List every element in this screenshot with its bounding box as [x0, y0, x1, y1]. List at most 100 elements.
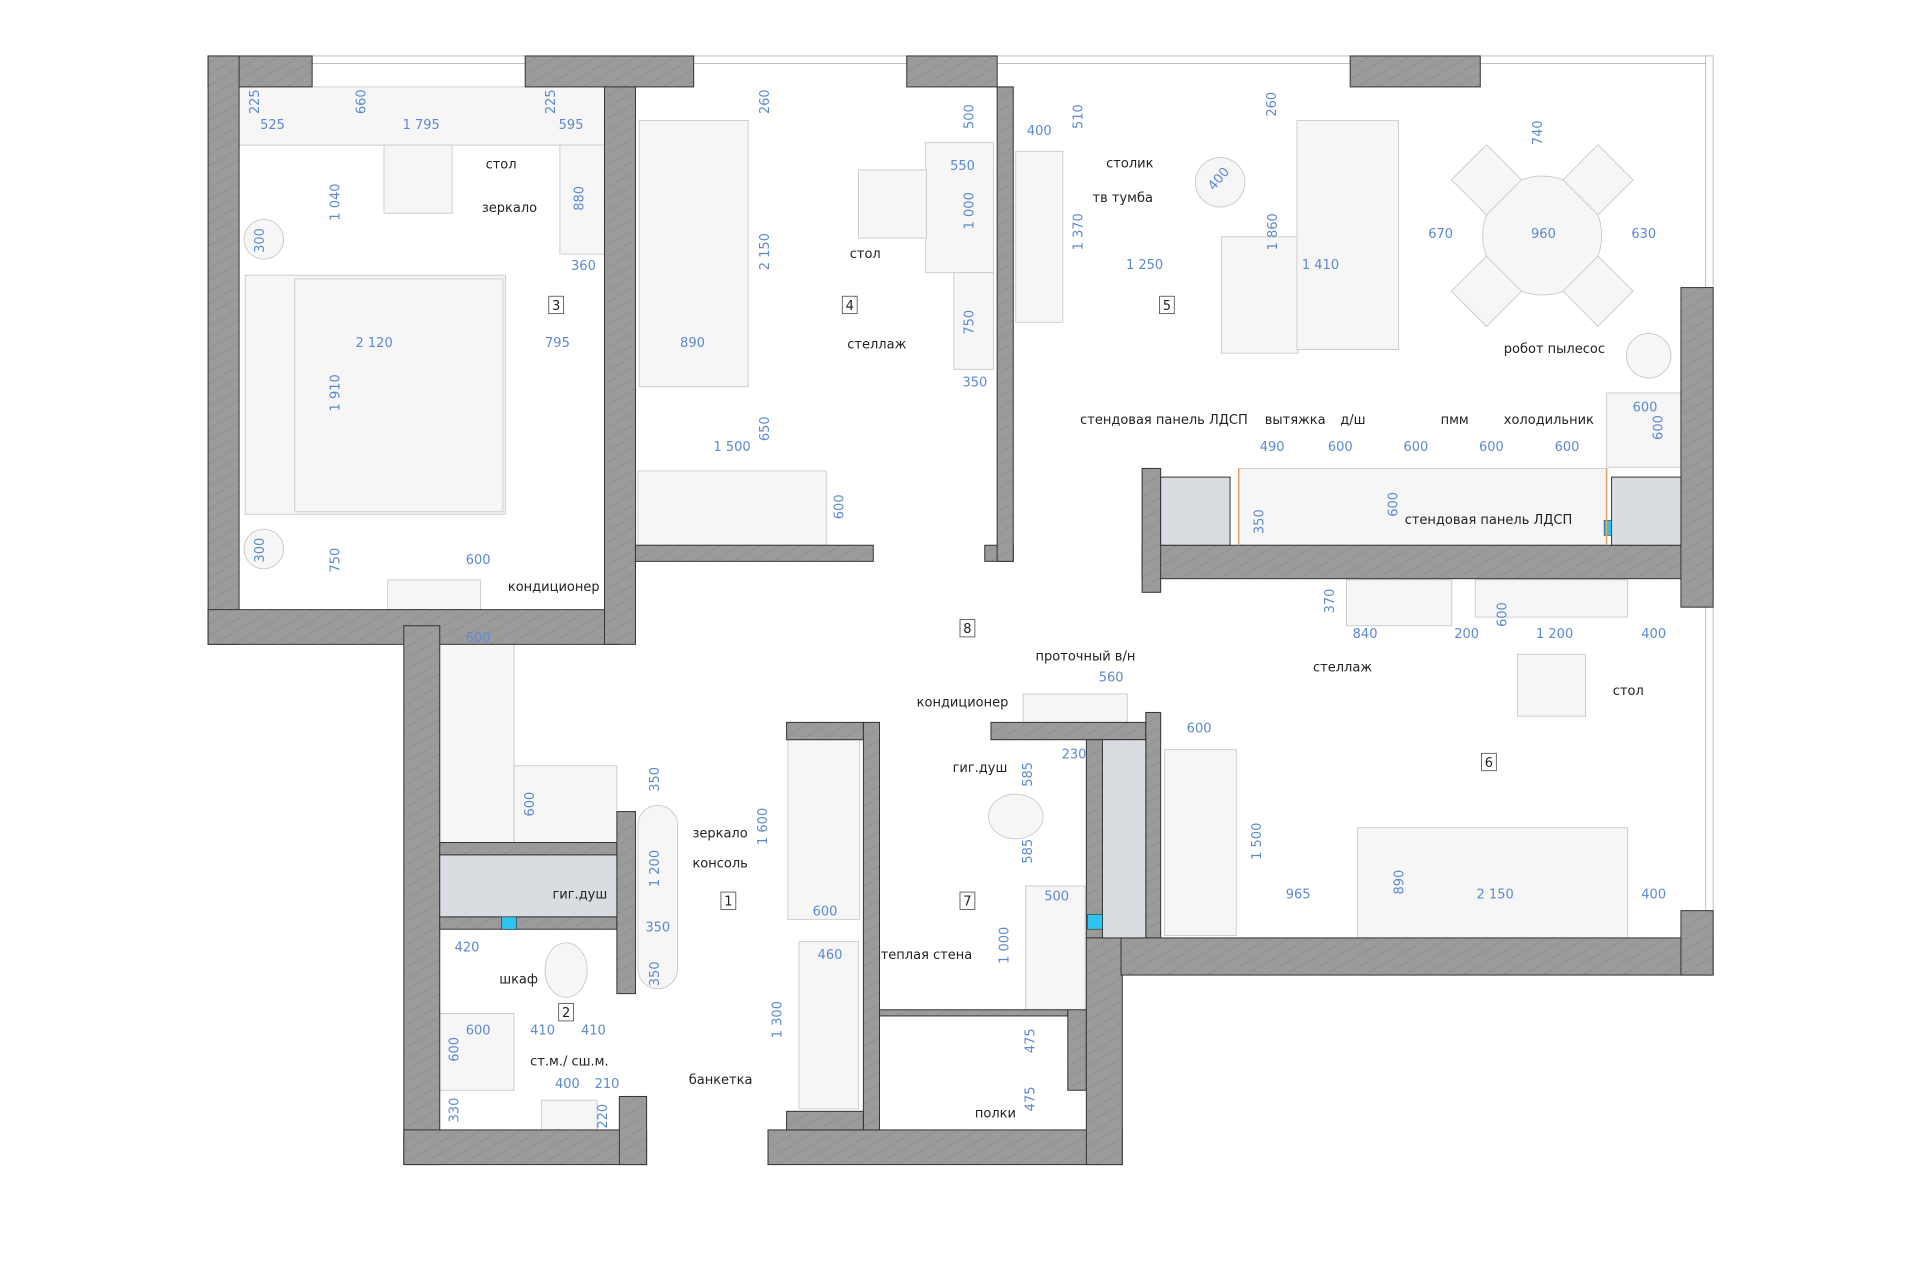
- dimension: 400: [1027, 124, 1052, 139]
- dimension: 350: [648, 767, 663, 792]
- dimension: 350: [648, 961, 663, 986]
- dimension: 500: [963, 104, 978, 129]
- label: стол: [486, 158, 517, 173]
- label: гиг.душ: [552, 887, 607, 902]
- dimension: 200: [1454, 627, 1479, 642]
- label: консоль: [692, 856, 747, 871]
- dimension: 750: [328, 548, 343, 573]
- room-number: 3: [552, 299, 560, 314]
- dimension: 660: [354, 89, 369, 114]
- label: холодильник: [1504, 413, 1594, 428]
- dimension: 230: [1062, 747, 1087, 762]
- dimension: 1 500: [713, 440, 750, 455]
- label: зеркало: [692, 827, 747, 842]
- dimension: 600: [1328, 440, 1353, 455]
- dimension: 960: [1531, 227, 1556, 242]
- dimension: 670: [1428, 227, 1453, 242]
- dimension: 600: [1479, 440, 1504, 455]
- dimension: 525: [260, 118, 285, 133]
- dimension: 650: [758, 416, 773, 441]
- dimension: 350: [962, 376, 987, 391]
- dimension: 740: [1531, 120, 1546, 145]
- room-number: 8: [963, 622, 971, 637]
- label: кондиционер: [917, 695, 1009, 710]
- dimension: 840: [1353, 627, 1378, 642]
- dimension: 220: [596, 1104, 611, 1129]
- dimension: 410: [530, 1024, 555, 1039]
- dimension: 795: [545, 336, 570, 351]
- label: ст.м./ сш.м.: [530, 1054, 608, 1069]
- dimension: 475: [1023, 1028, 1038, 1053]
- dimension: 600: [1633, 400, 1658, 415]
- label: шкаф: [499, 973, 538, 988]
- labels: стол зеркало кондиционер стол стеллаж ст…: [482, 156, 1644, 1121]
- dimension: 630: [1631, 227, 1656, 242]
- dimension: 600: [813, 905, 838, 920]
- dimension: 600: [466, 631, 491, 646]
- label: вытяжка: [1265, 413, 1326, 428]
- dimension: 965: [1286, 887, 1311, 902]
- room-number: 5: [1163, 299, 1171, 314]
- dimension: 600: [447, 1037, 462, 1062]
- label: стендовая панель ЛДСП: [1405, 513, 1573, 528]
- dimension: 490: [1260, 440, 1285, 455]
- dimension: 1 250: [1126, 258, 1163, 273]
- label: тв тумба: [1093, 191, 1153, 206]
- dimension: 210: [595, 1077, 620, 1092]
- dimension: 880: [572, 186, 587, 211]
- label: стендовая панель ЛДСП: [1080, 413, 1248, 428]
- dimension: 410: [581, 1024, 606, 1039]
- dimension: 1 600: [756, 808, 771, 845]
- riser-icon: [1603, 520, 1612, 536]
- dimension: 600: [523, 792, 538, 817]
- label: стеллаж: [847, 337, 906, 352]
- dimension: 400: [555, 1077, 580, 1092]
- dimension: 225: [544, 89, 559, 114]
- dimension: 550: [950, 159, 975, 174]
- dimension: 1 410: [1302, 258, 1339, 273]
- dimension: 600: [1555, 440, 1580, 455]
- riser-icon: [1087, 914, 1103, 930]
- dimension: 600: [1495, 602, 1510, 627]
- label: зеркало: [482, 201, 537, 216]
- room-number: 2: [562, 1006, 570, 1021]
- dimension: 600: [1187, 721, 1212, 736]
- dimension: 475: [1023, 1087, 1038, 1112]
- dimension: 600: [1651, 415, 1666, 440]
- room-number: 7: [963, 895, 971, 910]
- room-number: 4: [846, 299, 854, 314]
- dimension: 420: [455, 941, 480, 956]
- dimension: 260: [1265, 92, 1280, 117]
- dimension: 360: [571, 259, 596, 274]
- dimension: 600: [466, 1024, 491, 1039]
- dimension: 1 200: [648, 850, 663, 887]
- dimension: 510: [1072, 104, 1087, 129]
- label: кондиционер: [508, 580, 600, 595]
- dimension: 1 910: [328, 374, 343, 411]
- label: гиг.душ: [953, 761, 1008, 776]
- dimension: 350: [645, 921, 670, 936]
- dimension: 2 120: [356, 336, 393, 351]
- dimension: 400: [1641, 627, 1666, 642]
- label: стеллаж: [1313, 661, 1372, 676]
- dimension: 1 040: [328, 183, 343, 220]
- dimension: 300: [253, 538, 268, 563]
- dimension: 1 000: [997, 927, 1012, 964]
- dimension: 1 300: [771, 1001, 786, 1038]
- dimension: 600: [1386, 492, 1401, 517]
- dimension: 1 370: [1072, 213, 1087, 250]
- dimension: 400: [1641, 887, 1666, 902]
- label: робот пылесос: [1504, 342, 1605, 357]
- label: проточный в/н: [1036, 649, 1136, 664]
- label: банкетка: [689, 1073, 753, 1088]
- dimension: 2 150: [758, 233, 773, 270]
- dimension: 1 200: [1536, 627, 1573, 642]
- dimension: 460: [818, 948, 843, 963]
- dimension: 600: [466, 553, 491, 568]
- walls: [207, 55, 1714, 1166]
- dimension: 585: [1021, 839, 1036, 864]
- dimension: 330: [447, 1098, 462, 1123]
- riser-icon: [501, 916, 517, 930]
- dimension: 1 795: [403, 118, 440, 133]
